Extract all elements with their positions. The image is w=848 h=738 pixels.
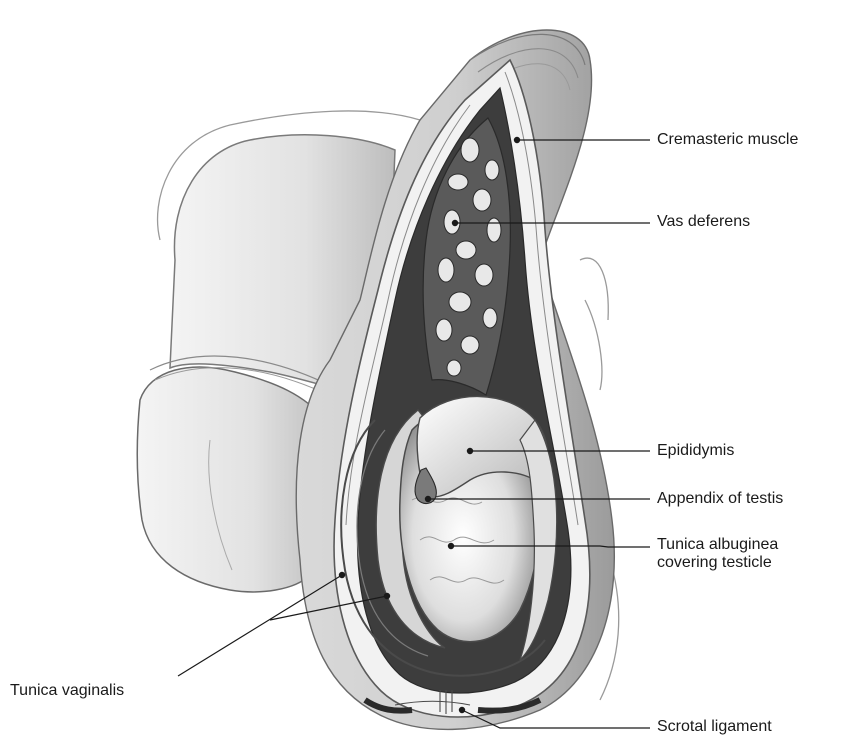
dot-tunica-vaginalis-outer	[339, 572, 344, 577]
label-scrotal-ligament: Scrotal ligament	[657, 718, 772, 736]
dot-scrotal-ligament	[459, 707, 464, 712]
dot-tunica-albuginea	[448, 543, 453, 548]
label-vas-deferens: Vas deferens	[657, 213, 750, 231]
label-tunica-albuginea-line1: Tunica albuginea	[657, 536, 827, 554]
label-tunica-albuginea-line2: covering testicle	[657, 554, 827, 572]
label-epididymis: Epididymis	[657, 442, 734, 460]
dot-cremasteric	[514, 137, 519, 142]
label-appendix-of-testis: Appendix of testis	[657, 490, 783, 508]
label-tunica-vaginalis: Tunica vaginalis	[10, 682, 124, 700]
dot-appendix	[425, 496, 430, 501]
dot-tunica-vaginalis-inner	[384, 593, 389, 598]
label-tunica-albuginea: Tunica albuginea covering testicle	[657, 536, 827, 573]
dot-epididymis	[467, 448, 472, 453]
label-cremasteric-muscle: Cremasteric muscle	[657, 131, 798, 149]
dot-vas-deferens	[452, 220, 457, 225]
